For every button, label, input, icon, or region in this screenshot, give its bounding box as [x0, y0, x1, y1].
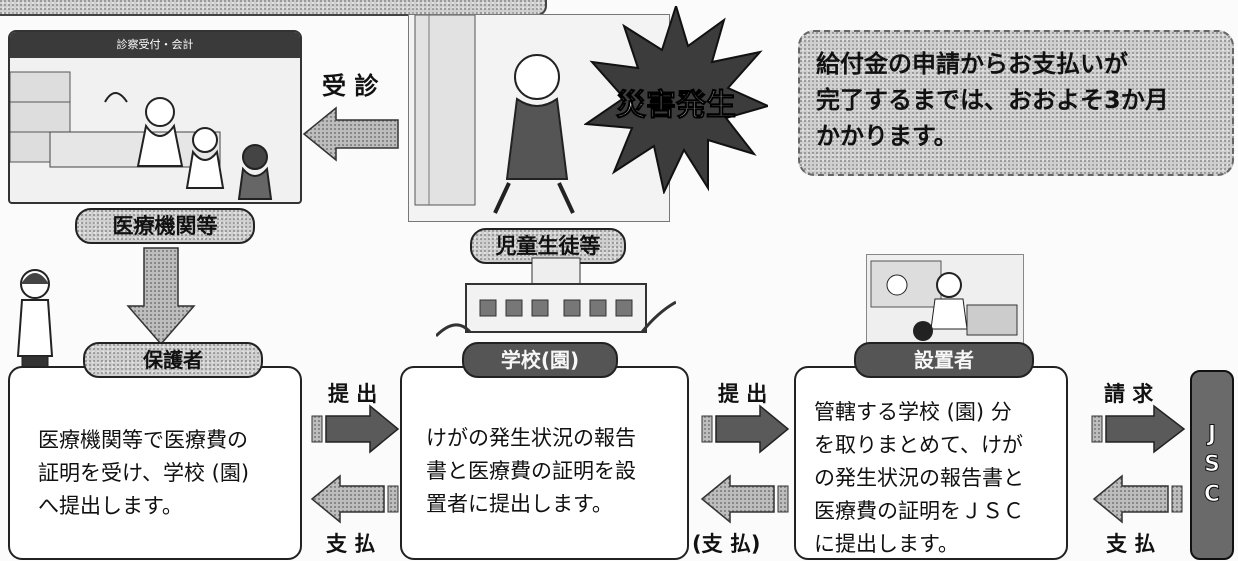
guardian-label: 保護者	[83, 342, 263, 378]
school-building-illustration	[436, 257, 676, 338]
founder-step-box: 管轄する学校 (園) 分 を取りまとめて、けが の発生状況の報告書と 医療費の証…	[794, 366, 1068, 560]
consult-arrow	[302, 106, 399, 162]
founder-step-text: 管轄する学校 (園) 分 を取りまとめて、けが の発生状況の報告書と 医療費の証…	[814, 400, 1024, 556]
jsc-letter-s: S	[1204, 452, 1221, 478]
pay-arrow-2	[700, 474, 789, 524]
office-drawing	[870, 260, 1018, 341]
submit-arrow-2	[701, 404, 790, 454]
clinic-drawing	[10, 71, 273, 200]
pay-label-2: (支 払)	[692, 532, 761, 556]
clinic-sign: 診察受付・会計	[10, 32, 300, 58]
clinic-reception-illustration: 診察受付・会計	[8, 30, 302, 204]
guardian-step-text: 医療機関等で医療費の 証明を受け、学校 (園) へ提出します。	[38, 428, 250, 518]
incident-drawing	[414, 14, 575, 214]
pay-label-3: 支 払	[1106, 532, 1156, 556]
jsc-letter-c: C	[1203, 482, 1221, 508]
pay-arrow-3	[1092, 474, 1183, 524]
submit-arrow-1	[311, 404, 400, 454]
top-decorative-strip	[0, 0, 547, 16]
school-step-box: けがの発生状況の報告 書と医療費の証明を設 置者に提出します。	[400, 366, 689, 560]
submit-label-1: 提 出	[328, 382, 378, 406]
info-bubble: 給付金の申請からお支払いが 完了するまでは、おおよそ3か月 かかります。	[798, 30, 1234, 176]
info-text: 給付金の申請からお支払いが 完了するまでは、おおよそ3か月 かかります。	[816, 50, 1169, 150]
claim-label: 請 求	[1104, 382, 1154, 406]
medical-to-guardian-arrow	[126, 247, 196, 346]
jsc-box: J S C	[1190, 370, 1234, 560]
guardian-step-box: 医療機関等で医療費の 証明を受け、学校 (園) へ提出します。	[8, 366, 302, 560]
consult-label: 受 診	[322, 72, 379, 100]
jsc-letter-j: J	[1207, 422, 1217, 448]
pay-arrow-1	[310, 474, 399, 524]
founder-label: 設置者	[854, 342, 1034, 378]
school-step-text: けがの発生状況の報告 書と医療費の証明を設 置者に提出します。	[426, 426, 636, 516]
disaster-label: 災害発生	[616, 88, 737, 124]
medical-institution-label: 医療機関等	[75, 208, 255, 244]
disaster-burst	[584, 6, 768, 194]
school-label: 学校(園)	[462, 342, 618, 378]
submit-label-2: 提 出	[718, 382, 768, 406]
claim-arrow	[1091, 404, 1186, 454]
pay-label-1: 支 払	[326, 532, 376, 556]
office-illustration	[866, 254, 1024, 356]
